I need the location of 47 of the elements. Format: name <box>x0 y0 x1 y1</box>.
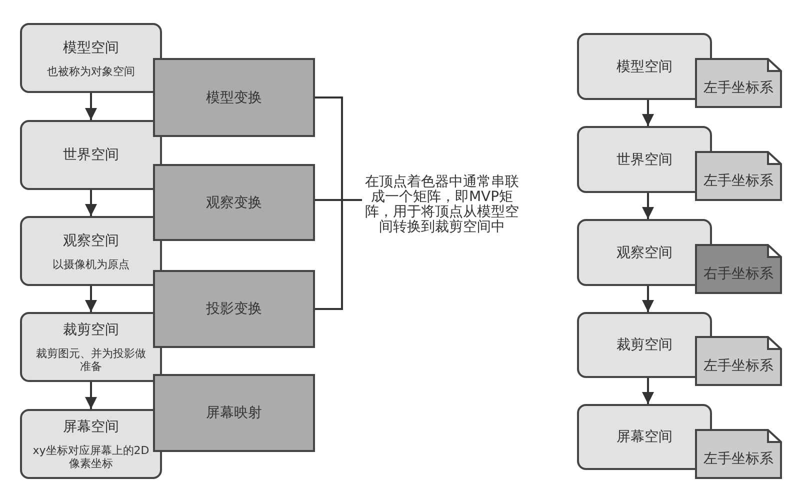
space-description: 以摄像机为原点 <box>52 258 130 270</box>
transform-label: 观察变换 <box>206 194 262 212</box>
document-shape <box>695 58 782 108</box>
space-box <box>20 312 162 382</box>
space-description: 裁剪图元、并为投影做准备 <box>35 347 147 373</box>
coordinate-system-label: 左手坐标系 <box>704 450 774 468</box>
arrow <box>642 193 654 219</box>
coordinate-system-label: 左手坐标系 <box>704 79 774 97</box>
space-title: 观察空间 <box>63 232 119 250</box>
transform-box <box>153 270 315 348</box>
transform-label: 投影变换 <box>206 300 262 318</box>
space-description: xy坐标对应屏幕上的2D像素坐标 <box>32 444 150 470</box>
bracket-line <box>315 199 362 310</box>
transform-box <box>153 58 315 137</box>
arrow <box>642 378 654 404</box>
arrow <box>642 100 654 126</box>
space-title: 世界空间 <box>616 150 672 168</box>
space-title: 屏幕空间 <box>63 418 119 436</box>
transform-box <box>153 164 315 241</box>
space-title: 世界空间 <box>63 146 119 164</box>
space-description: 也被称为对象空间 <box>46 64 136 78</box>
transform-label: 模型变换 <box>206 88 262 106</box>
coordinate-system-label: 右手坐标系 <box>704 265 774 283</box>
coordinate-system-label: 左手坐标系 <box>704 172 774 190</box>
arrow <box>85 93 97 120</box>
transform-label: 屏幕映射 <box>206 404 262 422</box>
space-title: 裁剪空间 <box>63 321 119 339</box>
document-shape <box>695 429 782 479</box>
note-text: 在顶点着色器中通常串联成一个矩阵，即MVP矩阵，用于将顶点从模型空间转换到裁剪空间中 <box>362 165 522 245</box>
space-box <box>20 120 162 190</box>
space-box <box>20 23 162 93</box>
document-shape <box>695 244 782 294</box>
space-title: 模型空间 <box>63 38 119 56</box>
arrow <box>85 190 97 216</box>
document-shape <box>695 151 782 201</box>
document-shape <box>695 336 782 386</box>
space-title: 模型空间 <box>616 58 672 76</box>
space-title: 屏幕空间 <box>616 428 672 446</box>
transform-box <box>153 374 315 452</box>
arrow <box>85 286 97 312</box>
space-title: 裁剪空间 <box>616 336 672 354</box>
arrow <box>642 286 654 312</box>
arrow <box>85 382 97 409</box>
space-title: 观察空间 <box>616 244 672 262</box>
space-box <box>20 409 162 479</box>
coordinate-system-label: 左手坐标系 <box>704 357 774 375</box>
space-box <box>20 216 162 286</box>
